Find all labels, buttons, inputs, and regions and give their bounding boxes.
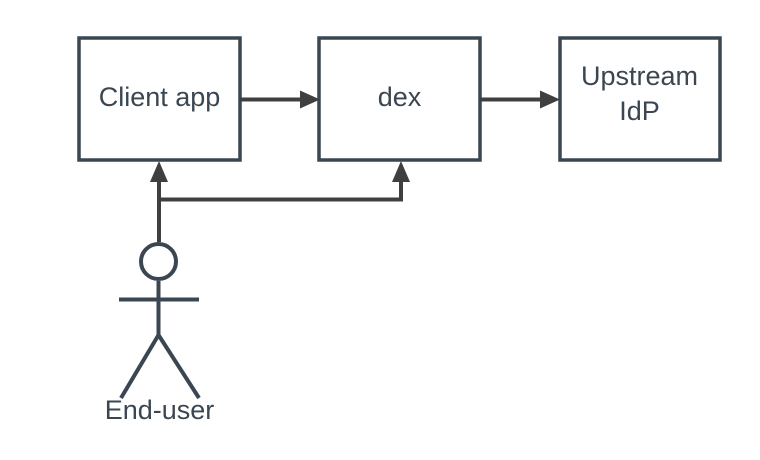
arrowhead-into-clientapp-bottom — [150, 161, 168, 182]
edges-layer — [157, 97, 542, 242]
end-user-actor — [119, 242, 201, 400]
arrowheads-layer — [150, 90, 560, 182]
upstream-idp-box — [558, 36, 722, 162]
arrowhead-into-idp-left — [540, 90, 560, 109]
dex-label: dex — [378, 82, 422, 112]
dex-box — [317, 36, 482, 162]
arrowhead-into-dex-bottom — [392, 161, 410, 182]
client-app-label: Client app — [99, 82, 221, 112]
arrowhead-into-dex-left — [300, 90, 320, 109]
actor-head — [139, 242, 178, 281]
arrow-enduser-to-dex-line — [159, 180, 403, 202]
actor-right-leg — [156, 333, 201, 400]
nodes-layer — [77, 36, 722, 162]
end-user-label: End-user — [105, 395, 215, 425]
upstream-idp-label-line1: Upstream — [581, 61, 698, 91]
client-app-box — [77, 36, 242, 162]
upstream-idp-label-line2: IdP — [619, 96, 660, 126]
labels-layer: Client app dex Upstream IdP End-user — [99, 61, 698, 425]
actor-left-leg — [119, 333, 161, 400]
